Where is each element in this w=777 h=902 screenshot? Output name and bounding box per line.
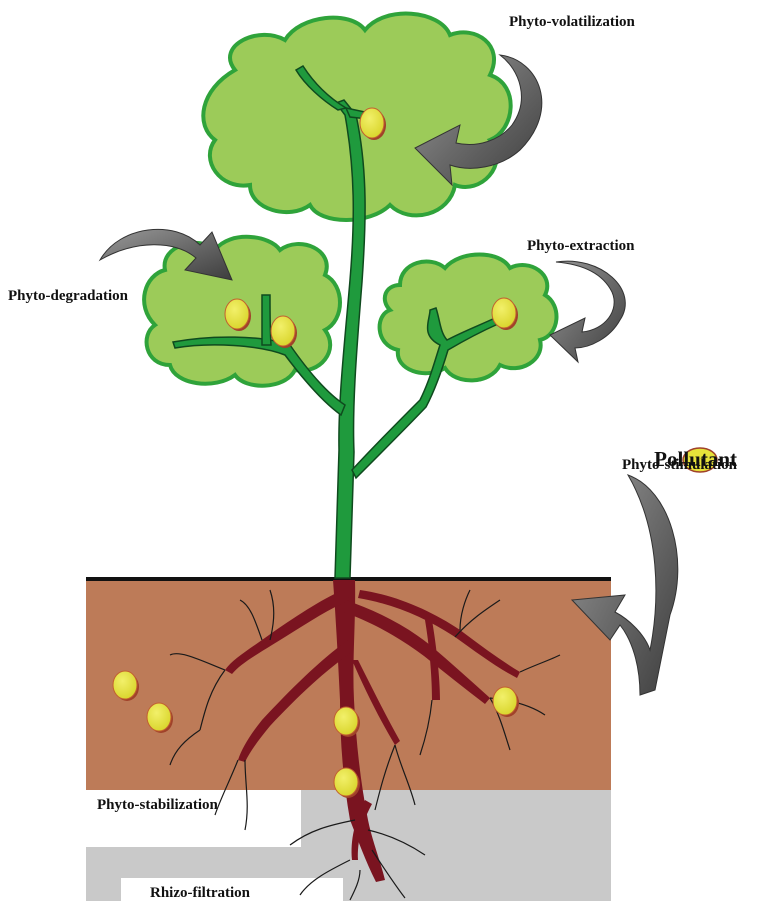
legend-pollutant-label: Pollutant xyxy=(654,447,737,472)
label-rhizo-filtration: Rhizo-filtration xyxy=(150,885,250,902)
arrow-phyto-extraction xyxy=(550,261,625,362)
label-phyto-stabilization: Phyto-stabilization xyxy=(97,797,218,814)
canopy-right xyxy=(380,255,557,381)
label-phyto-degradation: Phyto-degradation xyxy=(8,288,128,305)
label-phyto-volatilization: Phyto-volatilization xyxy=(509,14,635,31)
label-phyto-extraction: Phyto-extraction xyxy=(527,238,634,255)
